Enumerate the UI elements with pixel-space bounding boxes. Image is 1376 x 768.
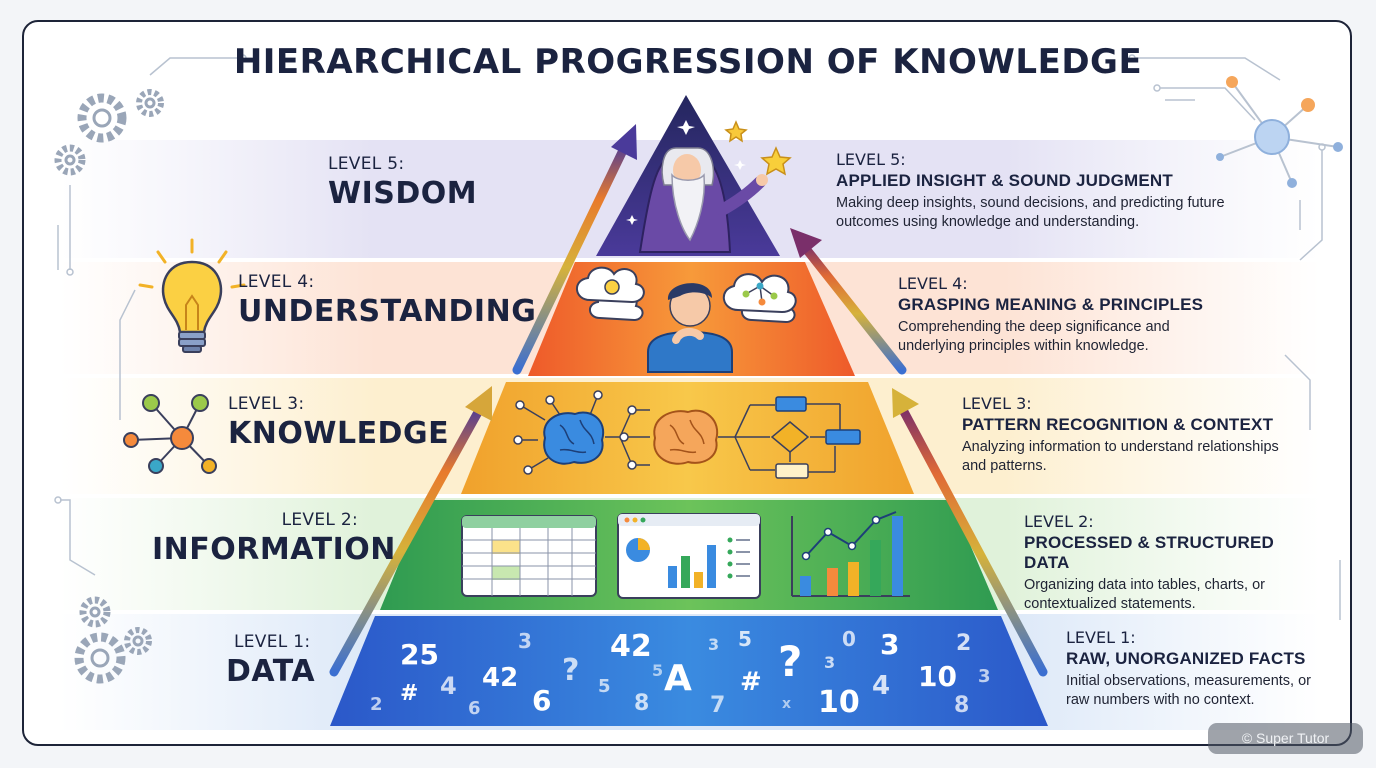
glyph: # [740, 667, 762, 697]
table-chart-icon [461, 511, 910, 599]
level-heading: RAW, UNORGANIZED FACTS [1066, 649, 1306, 668]
circuit-lines [54, 54, 1341, 620]
brain-network-icon [513, 390, 861, 479]
page-title: HIERARCHICAL PROGRESSION OF KNOWLEDGE [233, 42, 1143, 82]
level-number: LEVEL 3: [228, 394, 305, 414]
glyph: x [782, 696, 791, 712]
glyph: 3 [824, 653, 835, 672]
glyph: 8 [954, 693, 969, 718]
glyph: 4 [440, 672, 457, 700]
glyph: 7 [710, 693, 725, 718]
glyph: 5 [598, 676, 611, 697]
level-description: Initial observations, measurements, or r… [1066, 673, 1311, 708]
level-name: INFORMATION [152, 532, 396, 567]
glyph: 42 [610, 629, 652, 664]
level-number: LEVEL 4: [898, 274, 968, 293]
level-description: Making deep insights, sound decisions, a… [836, 195, 1225, 230]
level-name: KNOWLEDGE [228, 416, 450, 451]
right-level-5: LEVEL 5: APPLIED INSIGHT & SOUND JUDGMEN… [836, 150, 1256, 232]
level-number: LEVEL 2: [281, 510, 358, 530]
left-level-4: LEVEL 4: UNDERSTANDING [238, 272, 536, 329]
level-number: LEVEL 2: [1024, 512, 1094, 531]
glyph: 42 [482, 663, 518, 693]
level-heading: PROCESSED & STRUCTURED DATA [1024, 533, 1274, 572]
left-level-5: LEVEL 5: WISDOM [328, 154, 477, 211]
glyph: 10 [918, 660, 957, 693]
glyph: 8 [634, 691, 649, 716]
level-name: UNDERSTANDING [238, 294, 537, 329]
tier-data [330, 616, 1048, 726]
level-number: LEVEL 1: [1066, 628, 1136, 647]
level-name: WISDOM [328, 176, 478, 211]
glyph: 4 [872, 671, 890, 701]
glyph: # [400, 681, 418, 706]
arrow-right-upper [790, 228, 907, 375]
glyph: 6 [532, 684, 551, 717]
level-description: Analyzing information to understand rela… [962, 439, 1279, 474]
right-level-2: LEVEL 2: PROCESSED & STRUCTURED DATA Org… [1024, 512, 1324, 614]
watermark: © Super Tutor [1208, 723, 1363, 754]
left-level-1: LEVEL 1: DATA [226, 632, 315, 689]
right-level-4: LEVEL 4: GRASPING MEANING & PRINCIPLES C… [898, 274, 1228, 356]
arrow-left-lower [329, 386, 492, 677]
level-number: LEVEL 1: [234, 632, 311, 652]
level-description: Organizing data into tables, charts, or … [1024, 577, 1265, 612]
glyph: 5 [738, 627, 752, 651]
glyph: 5 [652, 661, 663, 680]
level-heading: APPLIED INSIGHT & SOUND JUDGMENT [836, 171, 1173, 190]
glyph: ? [562, 653, 579, 688]
glyph: 3 [978, 666, 991, 687]
level-number: LEVEL 3: [962, 394, 1032, 413]
network-nodes-icon [123, 394, 217, 474]
glyph: 2 [956, 631, 971, 656]
left-level-2: LEVEL 2: INFORMATION [152, 510, 396, 567]
gear-icon [54, 89, 164, 176]
arrow-right-lower [892, 388, 1048, 677]
glyph: ? [778, 637, 802, 686]
level-heading: GRASPING MEANING & PRINCIPLES [898, 295, 1204, 314]
right-level-1: LEVEL 1: RAW, UNORGANIZED FACTS Initial … [1066, 628, 1328, 710]
lightbulb-icon [138, 238, 246, 353]
glyph: 0 [842, 627, 856, 651]
level-name: DATA [226, 654, 316, 689]
glyph: 3 [880, 628, 899, 661]
level-number: LEVEL 5: [328, 154, 405, 174]
glyph: A [664, 658, 692, 699]
glyph: 3 [518, 629, 532, 653]
thinking-person-icon [576, 266, 797, 373]
level-description: Comprehending the deep significance and … [898, 319, 1170, 354]
level-number: LEVEL 4: [238, 272, 315, 292]
network-decoration-icon [1216, 76, 1343, 188]
glyph: 6 [468, 698, 481, 719]
sage-icon [626, 120, 792, 253]
gear-icon [74, 596, 152, 684]
level-number: LEVEL 5: [836, 150, 906, 169]
arrow-left-upper [512, 124, 637, 375]
glyph: 10 [818, 685, 860, 720]
left-level-3: LEVEL 3: KNOWLEDGE [228, 394, 449, 451]
glyph: 3 [708, 635, 719, 654]
glyph: 2 [370, 694, 383, 715]
data-tier-glyphs: 25 42 3 42 ? 3 5 0 3 2 # 4 6 6 5 8 A # ?… [370, 627, 991, 720]
glyph: 25 [400, 638, 439, 671]
right-level-3: LEVEL 3: PATTERN RECOGNITION & CONTEXT A… [962, 394, 1282, 476]
level-heading: PATTERN RECOGNITION & CONTEXT [962, 415, 1274, 434]
